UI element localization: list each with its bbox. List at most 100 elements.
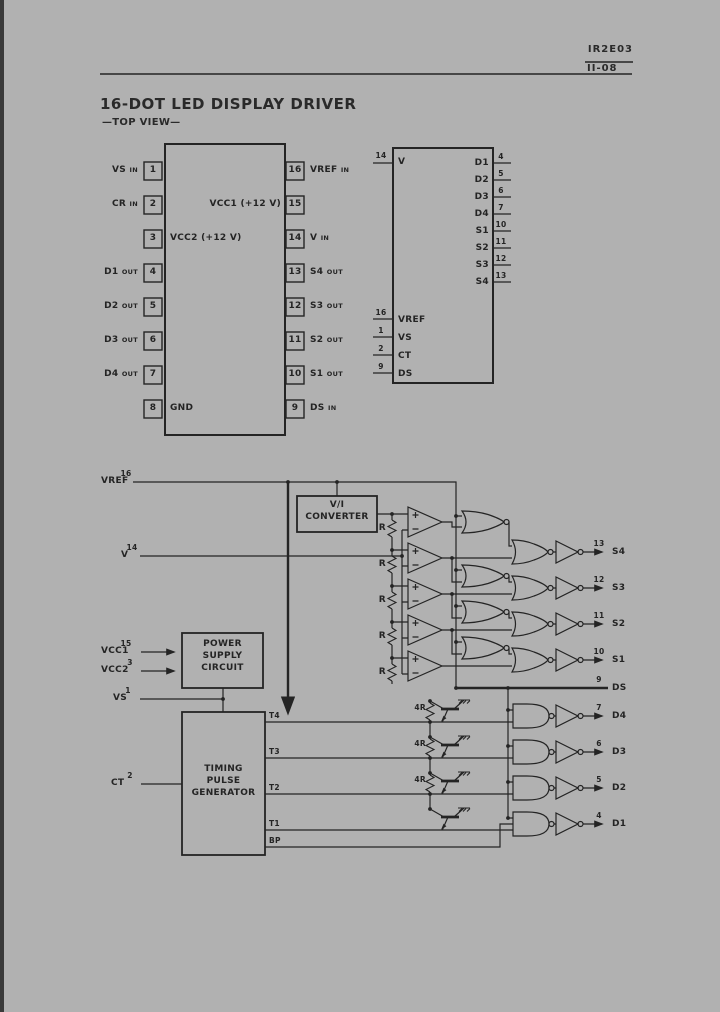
base-resistor-label: 4R	[414, 703, 426, 712]
io-pin-number: 13	[495, 271, 507, 280]
dip-pin-number: 13	[288, 267, 302, 277]
s-output-label: S1	[612, 655, 626, 665]
schematic-blocks	[181, 495, 378, 856]
ds-output-label: DS	[612, 683, 627, 693]
dip-pin-label: D1 OUT	[104, 267, 138, 277]
timing-output-label: T1	[269, 819, 280, 828]
ladder-r-label: R	[378, 595, 386, 605]
d-output-label: D3	[612, 747, 627, 757]
s-output-pin: 13	[593, 539, 605, 548]
dip-pin-number: 2	[149, 199, 157, 209]
io-pin-number: 12	[495, 254, 507, 263]
sch-vcc2-label: VCC2	[101, 665, 129, 675]
schematic-wires	[133, 481, 556, 848]
io-pin-number: 16	[375, 308, 387, 317]
io-out-label: D1	[474, 158, 489, 168]
nor-gates-stage2	[511, 539, 554, 673]
timing-output-label: T3	[269, 747, 280, 756]
sch-vs-label: VS	[113, 693, 128, 703]
d-output-label: D2	[612, 783, 627, 793]
d-output-pin: 6	[596, 739, 602, 748]
dip-pin-number: 8	[149, 403, 157, 413]
timing-label: PULSE	[206, 776, 241, 786]
io-block-outline	[373, 147, 511, 384]
dip-pin-number: 14	[288, 233, 302, 243]
dip-pin-number: 3	[149, 233, 157, 243]
s-output-pin: 12	[593, 575, 605, 584]
io-out-label: S2	[475, 243, 489, 253]
dip-pin-label: VS IN	[112, 165, 138, 175]
driver-transistors	[428, 698, 471, 832]
power-supply-label: CIRCUIT	[201, 663, 244, 673]
dip-pin-number: 6	[149, 335, 157, 345]
ladder-r-label: R	[378, 667, 386, 677]
page-title: 16-DOT LED DISPLAY DRIVER	[100, 95, 357, 113]
io-out-label: D3	[474, 192, 489, 202]
nor-gates-stage1	[461, 510, 510, 660]
dip-pin-label: S1 OUT	[310, 369, 343, 379]
io-in-label: CT	[398, 351, 412, 361]
io-pin-number: 11	[495, 237, 507, 246]
sch-ct-label: CT	[111, 778, 125, 788]
dip-pin-label: D4 OUT	[104, 369, 138, 379]
vi-converter-label: CONVERTER	[305, 512, 369, 522]
io-out-label: D4	[474, 209, 489, 219]
s-output-label: S4	[612, 547, 626, 557]
base-resistors	[425, 702, 435, 793]
dip-package-outline	[143, 143, 305, 436]
sch-vcc1-label: VCC1	[101, 646, 129, 656]
dip-pin-label: S2 OUT	[310, 335, 343, 345]
io-out-label: S3	[475, 260, 489, 270]
dip-pin-label: S3 OUT	[310, 301, 343, 311]
dip-pin-number: 11	[288, 335, 302, 345]
dip-inside-label-vcc1: VCC1 (+12 V)	[209, 199, 281, 209]
s-output-pin: 11	[593, 611, 605, 620]
timing-output-label: T2	[269, 783, 280, 792]
timing-label: TIMING	[204, 764, 243, 774]
dip-pin-number: 12	[288, 301, 302, 311]
dip-pin-label: D2 OUT	[104, 301, 138, 311]
sch-vcc1-pin: 15	[120, 639, 132, 648]
io-in-label: VS	[398, 333, 413, 343]
io-pin-number: 2	[378, 344, 384, 353]
io-pin-number: 6	[498, 186, 504, 195]
arrow-wires	[141, 548, 604, 828]
d-output-pin: 5	[596, 775, 602, 784]
sch-v-pin: 14	[126, 543, 138, 552]
doc-id: IR2E03	[587, 44, 633, 55]
dip-inside-label-gnd: GND	[170, 403, 194, 413]
io-pin-label: V	[398, 157, 406, 167]
sch-v-label: V	[121, 550, 129, 560]
io-pin-number: 1	[378, 326, 384, 335]
dip-pin-label: D3 OUT	[104, 335, 138, 345]
dip-pin-number: 7	[149, 369, 157, 379]
vi-converter-label: V/I	[329, 500, 345, 510]
io-out-label: S1	[475, 226, 489, 236]
dip-pin-label: DS IN	[310, 403, 337, 413]
dip-pin-number: 10	[288, 369, 302, 379]
d-output-pin: 4	[596, 811, 602, 820]
s-output-pin: 10	[593, 647, 605, 656]
io-in-label: VREF	[398, 315, 426, 325]
io-pin-number: 9	[378, 362, 384, 371]
scan-edge-shadow	[0, 0, 4, 1012]
junction-dots	[221, 480, 510, 820]
dip-pin-label: V IN	[310, 233, 330, 243]
ladder-r-label: R	[378, 631, 386, 641]
power-supply-label: SUPPLY	[202, 651, 243, 661]
io-pin-number: 7	[498, 203, 504, 212]
io-out-label: D2	[474, 175, 489, 185]
dip-pin-label: VREF IN	[310, 165, 350, 175]
view-label: —TOP VIEW—	[102, 117, 181, 128]
s-output-label: S3	[612, 583, 626, 593]
timing-label: GENERATOR	[191, 788, 256, 798]
dip-pin-number: 5	[149, 301, 157, 311]
s-output-label: S2	[612, 619, 626, 629]
comparators	[407, 506, 443, 682]
dip-pin-number: 15	[288, 199, 302, 209]
sch-vcc2-pin: 3	[127, 658, 133, 667]
power-supply-label: POWER	[203, 639, 242, 649]
page-ref: II-08	[587, 63, 618, 74]
